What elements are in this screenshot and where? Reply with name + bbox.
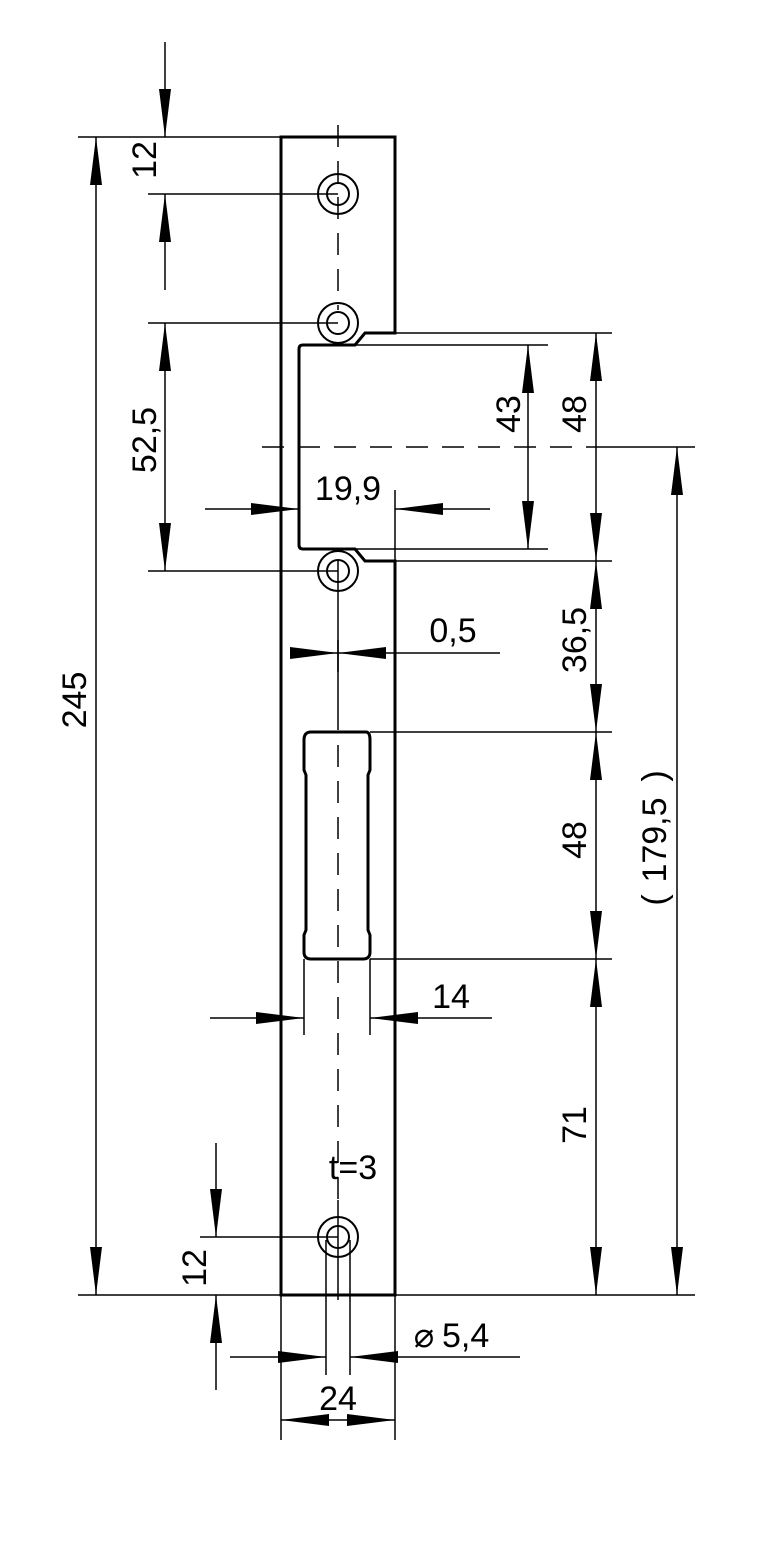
dim-reference-height-line [671, 447, 683, 1295]
dim-slot-width-line [210, 1012, 492, 1024]
dim-notch-depth-line [205, 503, 490, 515]
slot-height-label: 48 [556, 821, 594, 859]
dim-notch-inner-line [522, 345, 534, 549]
slot-to-bottom-label: 71 [556, 1106, 594, 1144]
notch-to-slot-label: 36,5 [556, 607, 594, 673]
notch-inner-label: 43 [490, 395, 528, 433]
extension-lines [78, 136, 695, 1440]
diameter-icon: ⌀ [414, 1317, 434, 1355]
centerline-offset-label: 0,5 [429, 612, 476, 650]
bottom-offset-label: 12 [176, 1249, 214, 1287]
reference-paren-close: ) [636, 770, 674, 781]
reference-height-label: 179,5 [636, 797, 674, 882]
dim-centerline-offset-line [290, 647, 500, 659]
bolt-slot [302, 730, 372, 961]
top-offset-label: 12 [126, 141, 164, 179]
dim-total-height-line [90, 137, 102, 1295]
notch-depth-label: 19,9 [315, 470, 381, 508]
plate-outline [279, 135, 397, 1297]
slot-width-label: 14 [432, 978, 470, 1016]
total-height-label: 245 [56, 672, 94, 729]
thickness-label: t=3 [329, 1149, 377, 1187]
hole-diameter-label: 5,4 [442, 1317, 489, 1355]
dim-top-offset-line [159, 42, 171, 290]
notch-outer-label: 48 [556, 395, 594, 433]
dim-plate-width-line [281, 1414, 395, 1426]
dim-slot-to-bottom-line [590, 959, 602, 1295]
center-lines [262, 125, 604, 1300]
hole-diameter-label-group: ⌀ 5,4 [414, 1317, 490, 1355]
dim-hole-spacing-line [159, 323, 171, 571]
dim-notch-outer-line [590, 333, 602, 561]
reference-paren-open: ( [636, 894, 674, 906]
dim-slot-height-line [590, 732, 602, 959]
hole-spacing-label: 52,5 [126, 407, 164, 473]
dim-notch-to-slot-line [590, 561, 602, 732]
plate-width-label: 24 [319, 1380, 357, 1418]
reference-height-label-group: ( 179,5 ) [636, 770, 674, 905]
dim-bottom-offset-line [210, 1143, 222, 1390]
dim-hole-diameter-line [230, 1351, 520, 1363]
